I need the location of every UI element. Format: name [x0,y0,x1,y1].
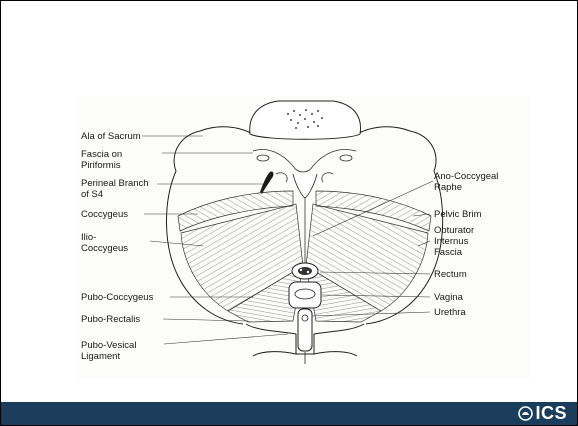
rectum-structure [292,263,318,279]
label-obturator-2: Internus [434,236,469,247]
label-ano-coccygeal: Ano-Coccygeal [434,171,498,182]
label-pubo-vesical-2: Ligament [81,351,120,362]
label-ala-of-sacrum: Ala of Sacrum [81,131,141,142]
label-rectum: Rectum [434,269,467,280]
left-labels: Ala of Sacrum Fascia on Piriformis Perin… [81,131,154,362]
label-ano-coccygeal-2: Raphe [434,182,462,193]
pelvic-floor-illustration: Ala of Sacrum Fascia on Piriformis Perin… [78,96,531,379]
label-obturator-3: Fascia [434,247,463,258]
urethra-structure [298,309,312,351]
vagina-structure [289,282,321,308]
label-pubo-coccygeus: Pubo-Coccygeus [81,292,154,303]
label-fascia-on-piriformis: Fascia on [81,149,122,160]
ics-logo: ICS [518,404,567,423]
pelvic-floor-diagram: Ala of Sacrum Fascia on Piriformis Perin… [78,96,531,379]
label-pubo-vesical: Pubo-Vesical [81,340,136,351]
ics-shield-icon [518,406,533,421]
sacrum [250,101,361,139]
label-pelvic-brim: Pelvic Brim [434,209,482,220]
label-coccygeus: Coccygeus [81,209,128,220]
label-ilio-coccygeus-2: Coccygeus [81,243,128,254]
label-fascia-on-piriformis-2: Piriformis [81,160,121,171]
label-urethra: Urethra [434,307,466,318]
label-pubo-rectalis: Pubo-Rectalis [81,314,140,325]
label-obturator: Obturator [434,225,474,236]
footer-bar: ICS [1,402,577,425]
logo-text: ICS [535,403,567,424]
label-vagina: Vagina [434,292,464,303]
label-perineal-branch: Perineal Branch [81,178,149,189]
label-perineal-branch-2: of S4 [81,189,103,200]
right-labels: Ano-Coccygeal Raphe Pelvic Brim Obturato… [434,171,498,318]
label-ilio-coccygeus: Ilio- [81,232,96,243]
perineal-nerve [260,171,273,194]
piriformis-region [253,149,356,198]
